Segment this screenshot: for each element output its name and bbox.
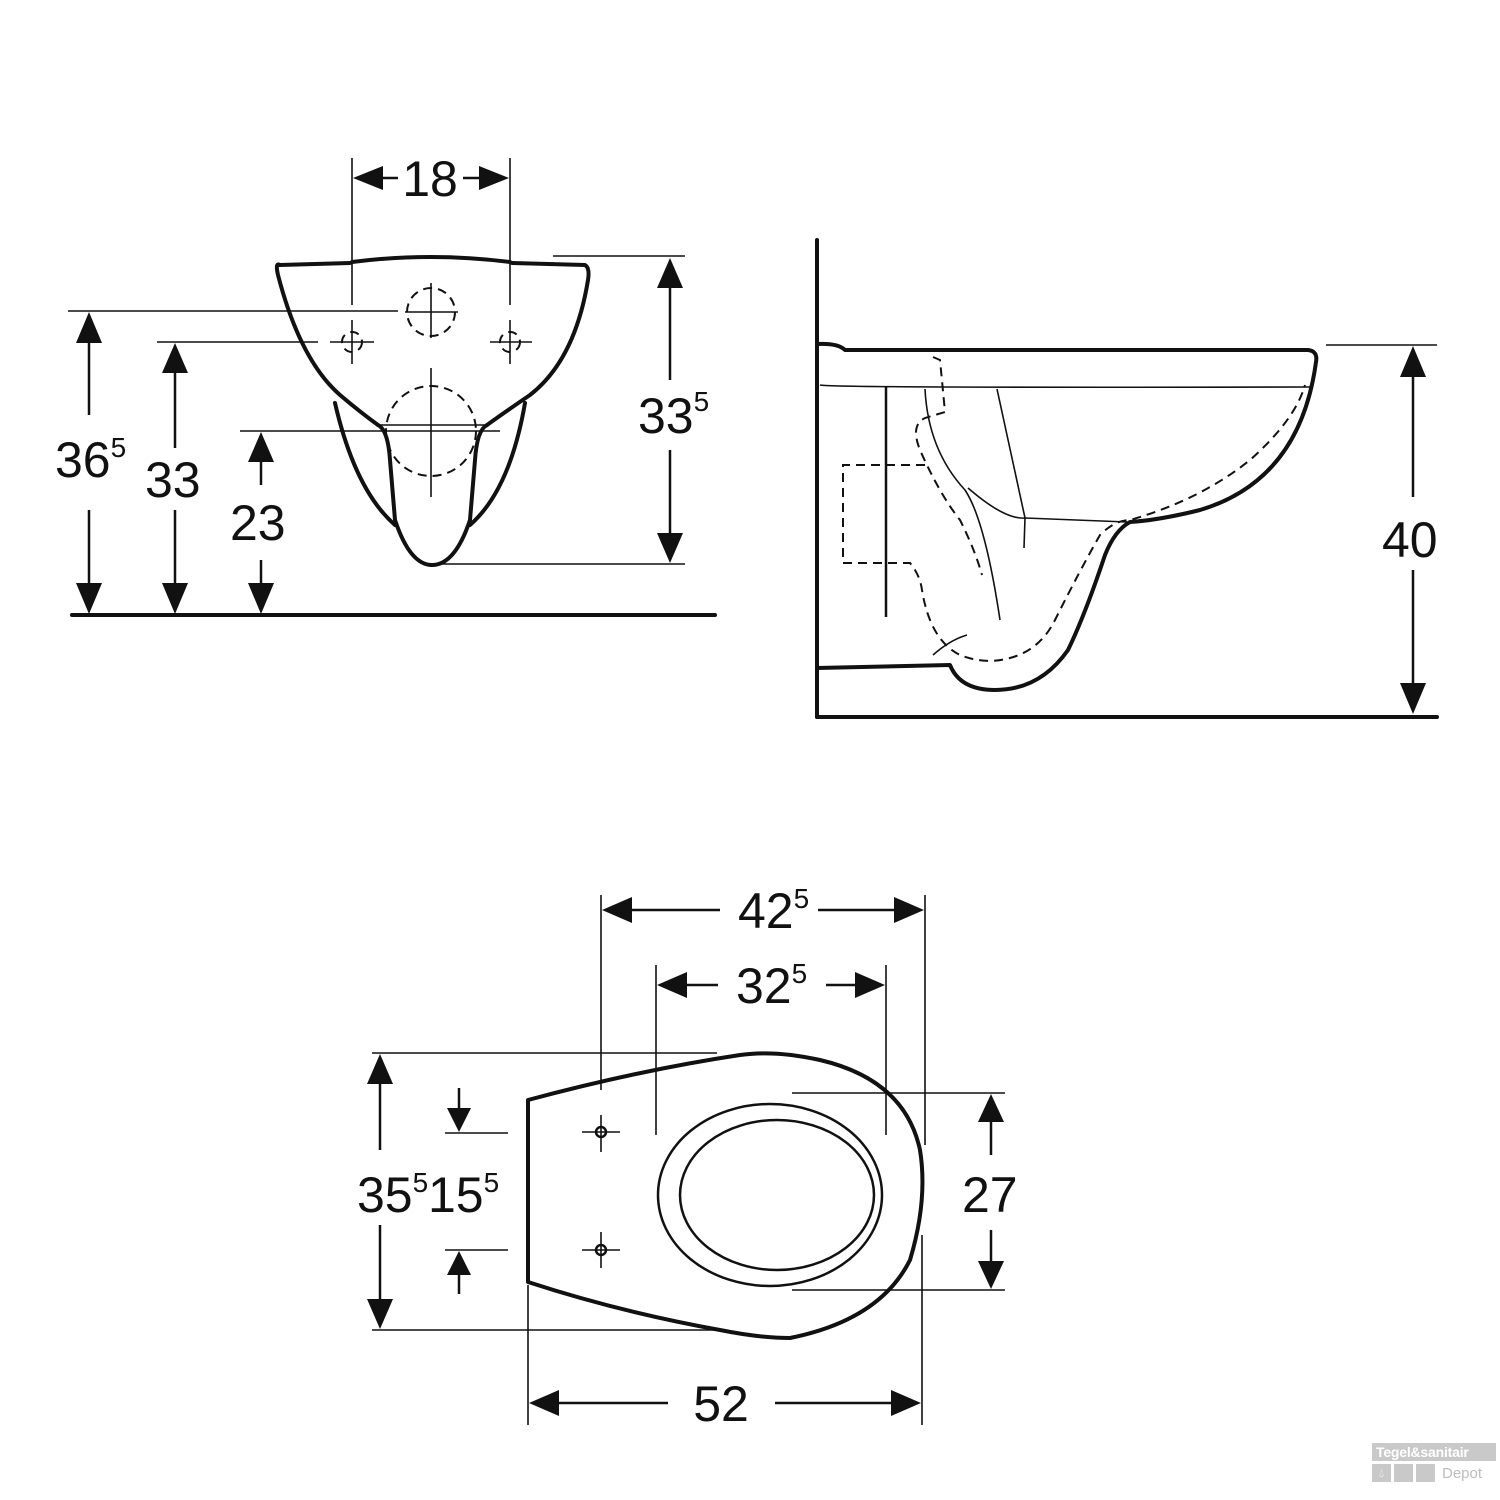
dim-outer-width-42-5: 425 xyxy=(738,883,809,939)
pedestal-outer xyxy=(333,401,527,527)
seat-inner xyxy=(678,1118,876,1272)
dim-height-33: 33 xyxy=(145,452,201,508)
side-view: 40 xyxy=(815,238,1439,719)
trap-inner xyxy=(376,423,489,567)
logo-block xyxy=(1394,1464,1413,1482)
dim-total-width-35-5: 355 xyxy=(357,1167,428,1223)
dim-seat-27: 27 xyxy=(962,1167,1018,1223)
dim-bowl-height-33-5: 335 xyxy=(638,386,709,444)
seat-top xyxy=(350,255,512,264)
dim-height-40: 40 xyxy=(1382,512,1438,568)
seat-outer xyxy=(656,1102,884,1288)
dim-bolt-spacing-15-5: 155 xyxy=(428,1167,499,1223)
watermark-logo: Tegel&sanitair 💧︎ Depot xyxy=(1372,1443,1496,1482)
watermark-brand: Tegel&sanitair xyxy=(1372,1443,1496,1461)
bowl-top-outline xyxy=(526,1051,925,1340)
dim-width-18: 18 xyxy=(402,151,458,207)
front-view: 18 365 33 23 335 xyxy=(55,151,717,617)
bowl-side-outline xyxy=(815,341,1319,692)
dim-height-23: 23 xyxy=(230,495,286,551)
top-view: 425 325 355 155 27 52 xyxy=(357,883,1018,1432)
bowl-outline-top xyxy=(278,261,591,427)
dim-height-36-5: 365 xyxy=(55,432,126,488)
water-drop-icon: 💧︎ xyxy=(1372,1464,1391,1482)
dim-total-depth-52: 52 xyxy=(693,1376,749,1432)
dim-inner-width-32-5: 325 xyxy=(736,958,807,1014)
watermark-depot: Depot xyxy=(1442,1464,1483,1482)
bowl-outline-left xyxy=(274,262,380,427)
logo-block xyxy=(1416,1464,1435,1482)
